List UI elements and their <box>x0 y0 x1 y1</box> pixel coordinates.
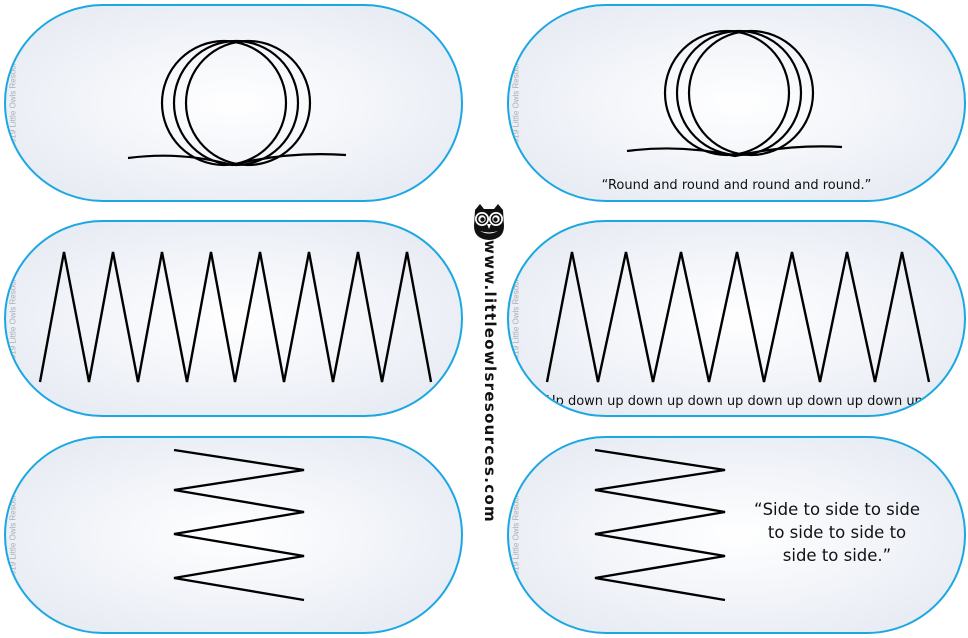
card-side-captioned: © 2019 Little Owls Resources “Side to si… <box>507 436 966 634</box>
caption-line: side to side.” <box>782 546 892 565</box>
card-loop-plain: © 2019 Little Owls Resources <box>4 4 463 202</box>
zigzag-pattern <box>545 251 931 383</box>
card-caption: “Up down up down up down up down up down… <box>539 394 934 409</box>
card-zigzag-plain: © 2019 Little Owls Resources <box>4 220 463 417</box>
card-loop-captioned: © 2019 Little Owls Resources “Round and … <box>507 4 966 202</box>
card-side-plain: © 2019 Little Owls Resources <box>4 436 463 634</box>
card-zigzag-captioned: © 2019 Little Owls Resources “Up down up… <box>507 220 966 417</box>
side-to-side-pattern <box>173 448 305 602</box>
card-caption: “Round and round and round and round.” <box>601 178 872 193</box>
loop-pattern <box>626 29 843 158</box>
loop-pattern <box>127 39 347 167</box>
caption-line: to side to side to <box>767 523 907 542</box>
card-caption: “Side to side to side to side to side to… <box>747 498 927 567</box>
caption-line: “Side to side to side <box>754 500 920 519</box>
owl-logo-icon <box>474 204 504 240</box>
zigzag-pattern <box>38 251 433 383</box>
website-url: www.littleowlsresources.com <box>481 240 499 523</box>
side-to-side-pattern <box>594 448 726 602</box>
